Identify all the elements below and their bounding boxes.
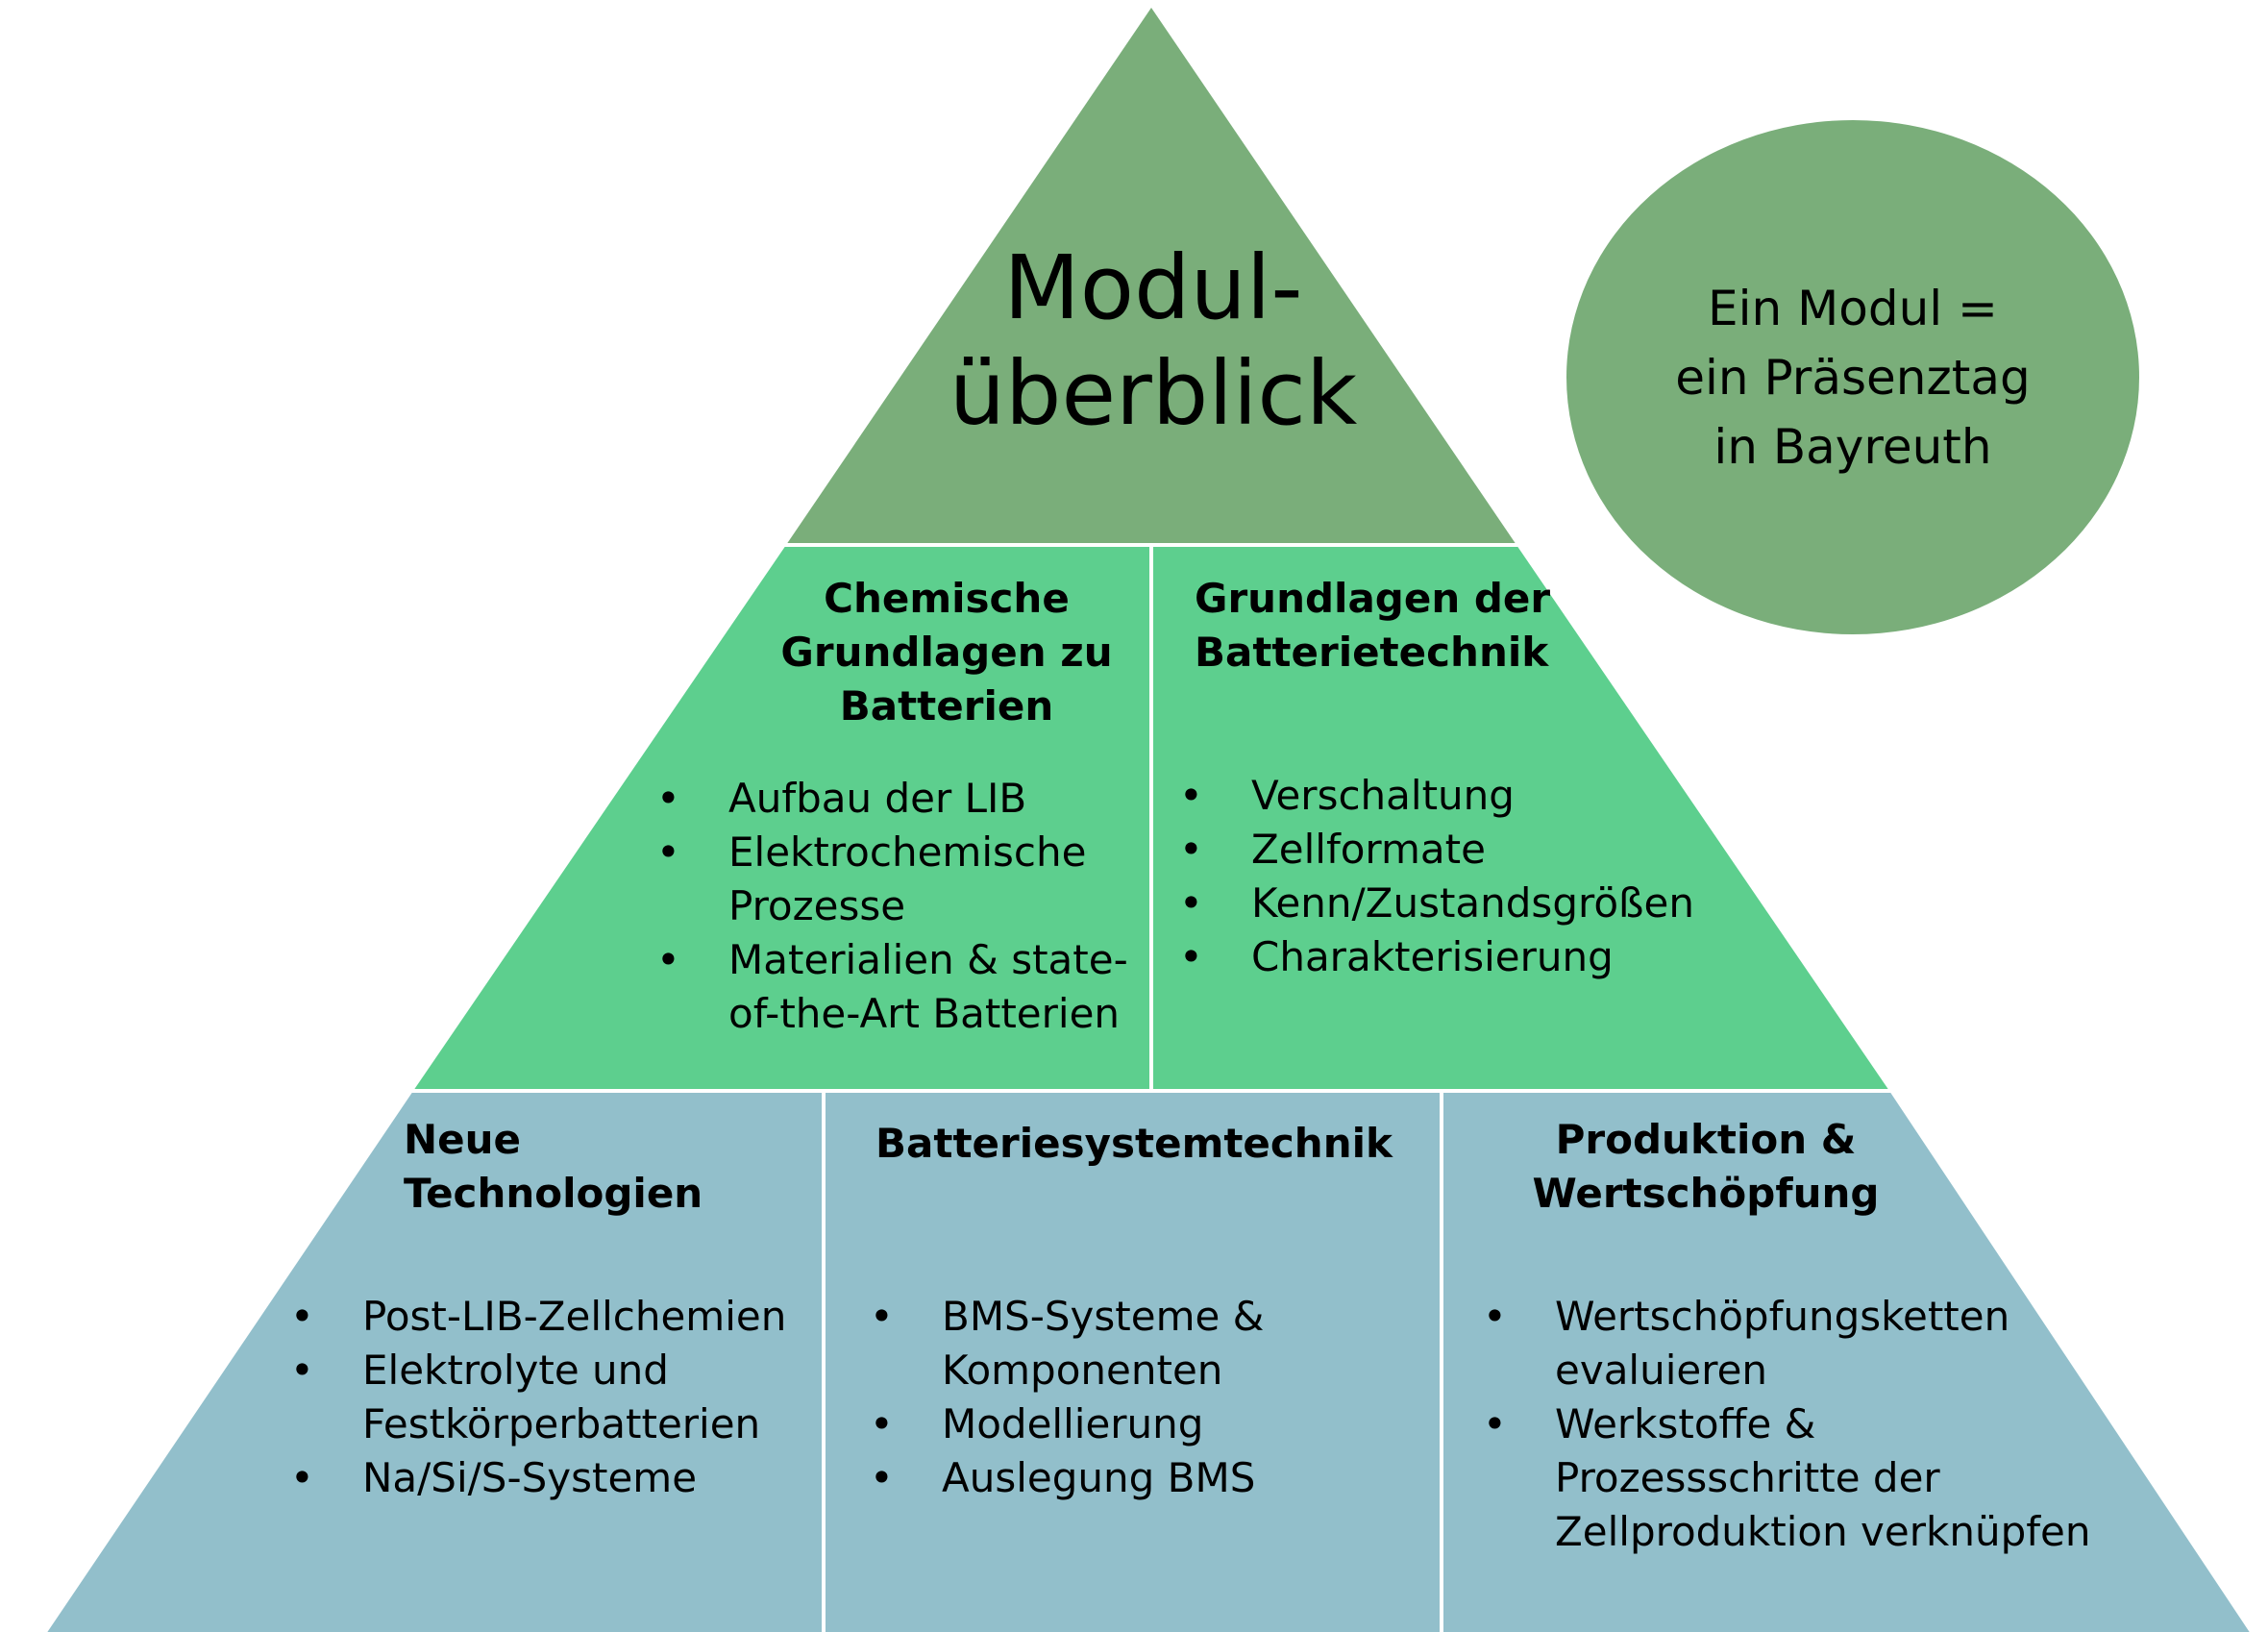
list-item: Aufbau der LIB xyxy=(656,772,1137,826)
list-item: Na/Si/S-Systeme xyxy=(290,1451,809,1505)
info-circle: Ein Modul = ein Präsenztag in Bayreuth xyxy=(1566,120,2139,634)
info-circle-text: Ein Modul = ein Präsenztag in Bayreuth xyxy=(1675,274,2030,482)
pyramid-top-tier xyxy=(786,8,1516,545)
heading-line: Grundlagen zu xyxy=(780,629,1113,676)
module-produktion-list: Wertschöpfungsketten evaluieren Werkstof… xyxy=(1483,1290,2098,1559)
heading-line: Chemische xyxy=(824,575,1070,622)
list-item: Elektrochemische Prozesse xyxy=(656,826,1137,933)
info-line-1: Ein Modul = xyxy=(1708,280,1998,336)
heading-line: Grundlagen der xyxy=(1195,575,1551,622)
heading-line: Wertschöpfung xyxy=(1532,1170,1880,1217)
list-item: Wertschöpfungsketten evaluieren xyxy=(1483,1290,2098,1397)
title-line-1: Modul- xyxy=(1003,236,1303,339)
module-neue-technologien-heading: Neue Technologien xyxy=(404,1113,817,1221)
module-batterietechnik-heading: Grundlagen der Batterietechnik xyxy=(1195,572,1598,680)
list-item: Zellformate xyxy=(1179,823,1717,877)
list-item: Charakterisierung xyxy=(1179,930,1717,984)
list-item: Werkstoffe & Prozessschritte der Zellpro… xyxy=(1483,1397,2098,1559)
list-item: Materialien & state-of-the-Art Batterien xyxy=(656,933,1137,1041)
module-produktion-heading: Produktion & Wertschöpfung xyxy=(1485,1113,1927,1221)
title-line-2: überblick xyxy=(949,342,1358,445)
list-item: BMS-Systeme & Komponenten xyxy=(870,1290,1321,1397)
module-neue-technologien-list: Post-LIB-Zellchemien Elektrolyte und Fes… xyxy=(290,1290,809,1505)
heading-line: Batteriesystemtechnik xyxy=(875,1120,1393,1167)
list-item: Kenn/Zustandsgrößen xyxy=(1179,877,1717,930)
heading-line: Neue Technologien xyxy=(404,1116,703,1217)
info-line-3: in Bayreuth xyxy=(1713,418,1992,475)
list-item: Elektrolyte und Festkörperbatterien xyxy=(290,1344,809,1451)
module-chemische-grundlagen-list: Aufbau der LIB Elektrochemische Prozesse… xyxy=(656,772,1137,1041)
list-item: Modellierung xyxy=(870,1397,1321,1451)
module-chemische-grundlagen-heading: Chemische Grundlagen zu Batterien xyxy=(769,572,1124,733)
list-item: Auslegung BMS xyxy=(870,1451,1321,1505)
module-batterietechnik-list: Verschaltung Zellformate Kenn/Zustandsgr… xyxy=(1179,769,1717,984)
heading-line: Produktion & xyxy=(1555,1116,1857,1163)
list-item: Verschaltung xyxy=(1179,769,1717,823)
module-batteriesystemtechnik-list: BMS-Systeme & Komponenten Modellierung A… xyxy=(870,1290,1321,1505)
info-line-2: ein Präsenztag xyxy=(1675,349,2031,406)
list-item: Post-LIB-Zellchemien xyxy=(290,1290,809,1344)
module-batteriesystemtechnik-heading: Batteriesystemtechnik xyxy=(836,1117,1432,1171)
heading-line: Batterien xyxy=(839,682,1054,729)
heading-line: Batterietechnik xyxy=(1195,629,1549,676)
pyramid-title: Modul- überblick xyxy=(846,235,1461,447)
